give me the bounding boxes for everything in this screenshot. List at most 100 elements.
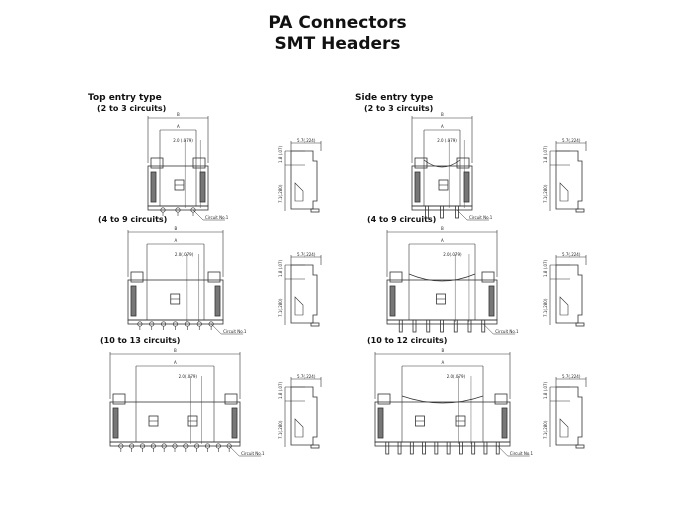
housing-body bbox=[411, 165, 473, 207]
slide-title-line2: SMT Headers bbox=[274, 34, 401, 54]
side-rail-right bbox=[231, 407, 238, 439]
side-view-1-2: 5.7(.224)1.8 (.07)7.1(.280) bbox=[543, 374, 587, 449]
side-rail-left bbox=[377, 407, 384, 439]
pin bbox=[397, 441, 402, 455]
dim-a-label: A bbox=[442, 360, 445, 365]
pin bbox=[481, 319, 486, 333]
side-10-12-label: (10 to 12 circuits) bbox=[367, 336, 448, 345]
side-rail-left bbox=[150, 171, 157, 203]
side-view-0-1: 5.7(.224)1.8 (.07)7.1(.280) bbox=[278, 252, 322, 327]
depth-label: 5.7(.224) bbox=[297, 374, 316, 379]
pin bbox=[425, 205, 429, 219]
depth-label: 5.7(.224) bbox=[562, 374, 581, 379]
dim-b-label: B bbox=[442, 348, 445, 353]
dim-b-label: B bbox=[441, 112, 444, 117]
dim-b-label: B bbox=[441, 226, 444, 231]
dim-a-label: A bbox=[174, 360, 177, 365]
side-rail-left bbox=[112, 407, 119, 439]
height-body-label: 7.1(.280) bbox=[278, 298, 283, 317]
contact-profile bbox=[294, 296, 304, 316]
latch-left bbox=[112, 393, 126, 405]
solder-tab bbox=[310, 208, 320, 213]
solder-tab bbox=[310, 444, 320, 449]
front-view-0-1: BA2.0(.079)Circuit No.1 bbox=[127, 226, 247, 335]
housing-base bbox=[374, 441, 511, 447]
housing-base bbox=[411, 205, 473, 211]
pin bbox=[409, 441, 414, 455]
top-10-13-label: (10 to 13 circuits) bbox=[100, 336, 181, 345]
contact-profile bbox=[559, 418, 569, 438]
pin bbox=[471, 441, 476, 455]
dim-a-label: A bbox=[175, 238, 178, 243]
side-profile bbox=[290, 264, 318, 324]
side-rail-right bbox=[199, 171, 206, 203]
dim-a-label: A bbox=[441, 124, 444, 129]
circuit-no-1-label: Circuit No.1 bbox=[495, 329, 519, 334]
side-profile bbox=[555, 150, 583, 210]
pitch-label: 2.0(.079) bbox=[447, 374, 466, 379]
front-view-0-0: BA2.0 (.079)Circuit No.1 bbox=[147, 112, 229, 221]
circuit-no-1-label: Circuit No.1 bbox=[510, 451, 534, 456]
pin bbox=[440, 319, 444, 333]
latch-right bbox=[192, 157, 206, 169]
side-rail-right bbox=[488, 285, 495, 317]
leader bbox=[228, 445, 240, 457]
pin bbox=[483, 441, 488, 455]
solder-tab bbox=[575, 322, 585, 327]
front-view-1-2: B A 2.0(.079) Circuit No.1 bbox=[374, 348, 534, 457]
height-top-label: 1.8 (.07) bbox=[543, 381, 548, 399]
front-view-0-2: B A 2.0(.079) Circuit No.1 bbox=[109, 348, 265, 457]
depth-label: 5.7(.224) bbox=[562, 138, 581, 143]
height-top-label: 1.8 (.07) bbox=[278, 259, 283, 277]
contact-profile bbox=[559, 182, 569, 202]
circuit-no-1-label: Circuit No.1 bbox=[205, 215, 229, 220]
latch-left bbox=[150, 157, 164, 169]
side-rail-left bbox=[389, 285, 396, 317]
side-rail-right bbox=[501, 407, 508, 439]
latch-right bbox=[207, 271, 221, 283]
pin bbox=[455, 205, 459, 219]
circuit-no-1-label: Circuit No.1 bbox=[241, 451, 265, 456]
latch-left bbox=[414, 157, 428, 169]
side-profile bbox=[555, 386, 583, 446]
front-view-1-1: BA2.0(.079)Circuit No.1 bbox=[386, 226, 519, 335]
height-body-label: 7.1(.280) bbox=[278, 184, 283, 203]
side-profile bbox=[290, 386, 318, 446]
leader bbox=[497, 445, 508, 457]
height-body-label: 7.1(.280) bbox=[543, 298, 548, 317]
pin bbox=[446, 441, 451, 455]
side-rail-left bbox=[414, 171, 421, 203]
side-rail-right bbox=[214, 285, 221, 317]
leader bbox=[192, 209, 204, 221]
side-entry-heading: Side entry type bbox=[355, 93, 434, 103]
side-opening bbox=[401, 395, 484, 404]
solder-tab bbox=[310, 322, 320, 327]
housing-base bbox=[386, 319, 498, 325]
height-top-label: 1.8 (.07) bbox=[278, 145, 283, 163]
latch-right bbox=[494, 393, 508, 405]
dim-b-label: B bbox=[174, 348, 177, 353]
pin bbox=[459, 441, 463, 455]
height-body-label: 7.1(.280) bbox=[543, 184, 548, 203]
contact-profile bbox=[559, 296, 569, 316]
contact-profile bbox=[294, 182, 304, 202]
pin bbox=[422, 441, 426, 455]
circuit-no-1-label: Circuit No.1 bbox=[469, 215, 493, 220]
height-top-label: 1.8 (.07) bbox=[543, 259, 548, 277]
pin bbox=[412, 319, 417, 333]
pin bbox=[440, 205, 444, 219]
latch-right bbox=[224, 393, 238, 405]
solder-tab bbox=[575, 444, 585, 449]
leader bbox=[483, 323, 494, 335]
dim-a-label: A bbox=[441, 238, 444, 243]
dim-b-label: B bbox=[177, 112, 180, 117]
pin bbox=[453, 319, 458, 333]
pitch-label: 2.0(.079) bbox=[179, 374, 198, 379]
top-4-9-label: (4 to 9 circuits) bbox=[98, 215, 168, 224]
side-view-1-1: 5.7(.224)1.8 (.07)7.1(.280) bbox=[543, 252, 587, 327]
depth-label: 5.7(.224) bbox=[297, 138, 316, 143]
slide-title-line1: PA Connectors bbox=[268, 13, 407, 33]
top-2-3-label: (2 to 3 circuits) bbox=[97, 104, 167, 113]
housing-body bbox=[147, 165, 209, 207]
